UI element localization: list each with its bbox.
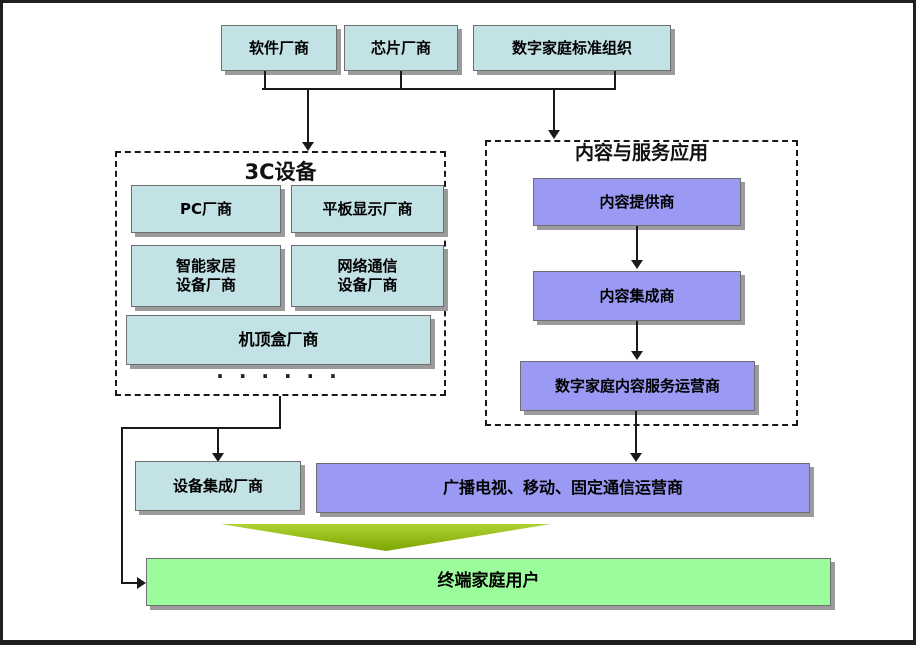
connector-line bbox=[635, 411, 637, 454]
box-network-operators: 广播电视、移动、固定通信运营商 bbox=[316, 463, 810, 513]
box-software-vendor: 软件厂商 bbox=[221, 25, 337, 71]
box-stb-vendor-label: 机顶盒厂商 bbox=[238, 330, 319, 349]
connector-line bbox=[217, 427, 219, 453]
connector-line bbox=[636, 226, 638, 261]
arrow-down-icon bbox=[631, 260, 643, 269]
connector-line bbox=[279, 396, 281, 429]
box-device-integrator-label: 设备集成厂商 bbox=[172, 476, 263, 495]
box-pc-vendor-label: PC厂商 bbox=[179, 199, 232, 218]
arrow-right-icon bbox=[137, 577, 146, 589]
network-comm-line-2: 设备厂商 bbox=[337, 276, 398, 294]
arrow-down-icon bbox=[212, 453, 224, 462]
connector-line bbox=[264, 71, 266, 89]
box-software-vendor-label: 软件厂商 bbox=[248, 38, 309, 57]
smart-home-line-1: 智能家居 bbox=[175, 257, 236, 276]
connector-bus-line bbox=[262, 88, 616, 90]
connector-line bbox=[636, 321, 638, 352]
connector-line bbox=[614, 71, 616, 89]
group-title-content-services: 内容与服务应用 bbox=[574, 142, 708, 164]
box-flat-panel-vendor: 平板显示厂商 bbox=[291, 185, 444, 233]
merge-arrow-icon bbox=[221, 524, 551, 551]
box-network-operators-label: 广播电视、移动、固定通信运营商 bbox=[442, 478, 683, 497]
arrow-down-icon bbox=[548, 130, 560, 139]
box-stb-vendor: 机顶盒厂商 bbox=[126, 315, 431, 365]
connector-line bbox=[307, 88, 309, 142]
box-chip-vendor-label: 芯片厂商 bbox=[370, 38, 431, 57]
connector-line bbox=[121, 427, 123, 584]
box-network-comm-vendor-label: 网络通信 设备厂商 bbox=[337, 257, 397, 295]
arrow-down-icon bbox=[630, 453, 642, 462]
group-title-3c-devices: 3C设备 bbox=[244, 160, 317, 184]
smart-home-line-2: 设备厂商 bbox=[175, 276, 236, 294]
box-smart-home-vendor-label: 智能家居 设备厂商 bbox=[176, 257, 236, 295]
box-network-comm-vendor: 网络通信 设备厂商 bbox=[291, 245, 444, 307]
box-pc-vendor: PC厂商 bbox=[131, 185, 281, 233]
box-standards-org-label: 数字家庭标准组织 bbox=[511, 38, 632, 57]
box-content-integrator-label: 内容集成商 bbox=[599, 286, 675, 305]
box-chip-vendor: 芯片厂商 bbox=[344, 25, 458, 71]
arrow-down-icon bbox=[302, 142, 314, 151]
box-content-service-operator: 数字家庭内容服务运营商 bbox=[520, 361, 755, 411]
group-3c-devices: 3C设备 bbox=[115, 151, 446, 396]
network-comm-line-1: 网络通信 bbox=[337, 257, 398, 276]
box-content-provider-label: 内容提供商 bbox=[599, 192, 675, 211]
box-content-integrator: 内容集成商 bbox=[533, 271, 741, 321]
group-content-services: 内容与服务应用 bbox=[485, 140, 798, 426]
box-end-users: 终端家庭用户 bbox=[146, 558, 831, 606]
box-standards-org: 数字家庭标准组织 bbox=[473, 25, 671, 71]
connector-line bbox=[553, 88, 555, 130]
connector-line bbox=[121, 427, 281, 429]
ellipsis-text: · · · · · · bbox=[216, 364, 341, 388]
box-content-provider: 内容提供商 bbox=[533, 178, 741, 226]
box-smart-home-vendor: 智能家居 设备厂商 bbox=[131, 245, 281, 307]
box-content-service-operator-label: 数字家庭内容服务运营商 bbox=[554, 376, 720, 395]
connector-line bbox=[400, 71, 402, 89]
box-end-users-label: 终端家庭用户 bbox=[437, 571, 540, 592]
connector-line bbox=[121, 582, 138, 584]
box-device-integrator: 设备集成厂商 bbox=[135, 461, 301, 511]
arrow-down-icon bbox=[631, 351, 643, 360]
box-flat-panel-vendor-label: 平板显示厂商 bbox=[322, 199, 413, 218]
